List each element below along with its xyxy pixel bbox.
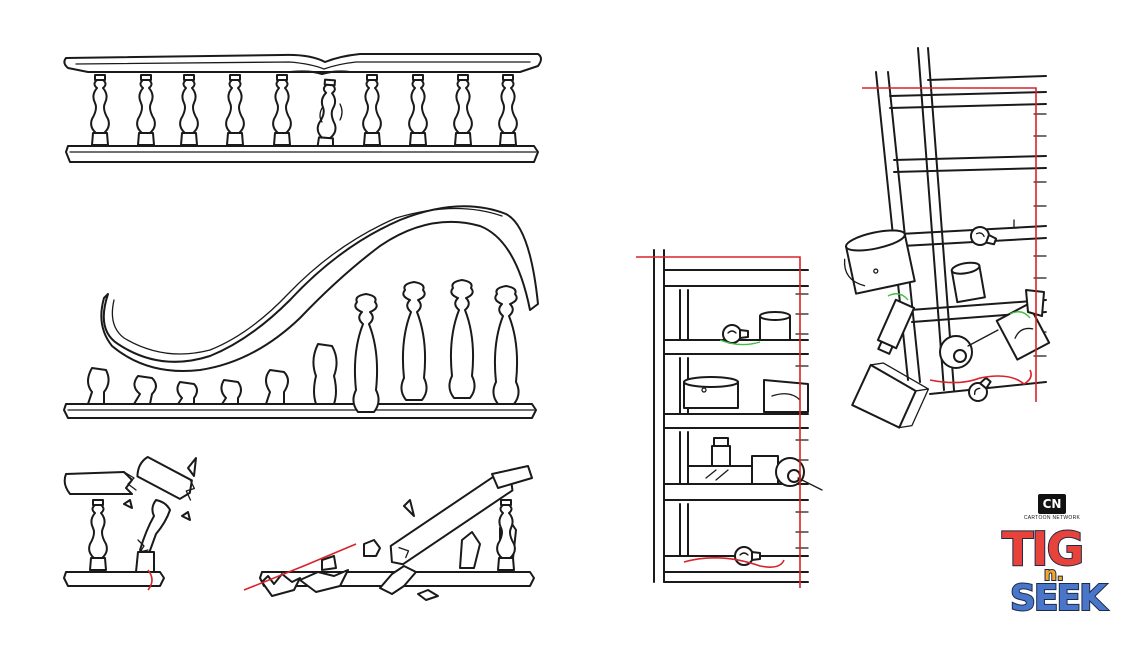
broken-balustrade-right	[243, 465, 535, 601]
tidy-shelf	[636, 249, 823, 588]
network-logo: CN	[1038, 494, 1066, 514]
logo-word-seek: SEEK	[1009, 577, 1108, 620]
collapsing-shelf	[843, 47, 1051, 429]
bent-balustrade	[63, 205, 539, 419]
network-name: CARTOON NETWORK	[1023, 515, 1081, 521]
intact-balustrade	[63, 53, 542, 163]
logo-word-tig: TIG	[1001, 521, 1085, 577]
show-logo: CN CARTOON NETWORK TIG n. SEEK	[1000, 494, 1116, 624]
broken-balustrade-left	[63, 455, 197, 591]
logo-connector: n.	[1043, 563, 1065, 586]
